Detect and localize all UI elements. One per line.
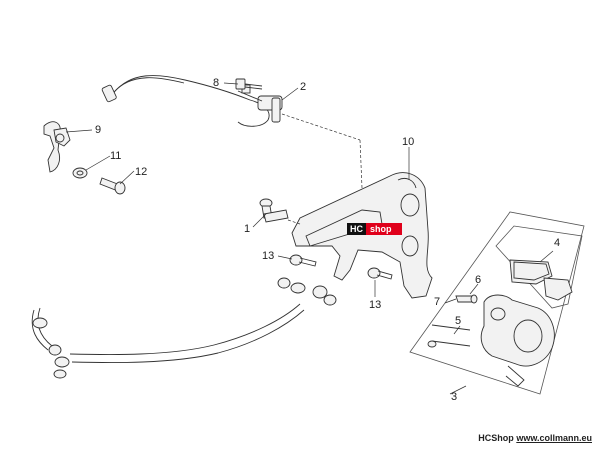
part-6-bleed-screw: [455, 294, 478, 304]
part-1-pin: [259, 198, 289, 223]
callout-labels: 1 2 3 4 5 6 7 8 9 10 11 12 13 13: [95, 77, 560, 403]
callout-13a: 13: [262, 250, 274, 262]
callout-6: 6: [475, 274, 481, 286]
footer-url[interactable]: www.collmann.eu: [516, 433, 592, 443]
part-9-clip: [43, 121, 71, 173]
callout-4: 4: [554, 237, 560, 249]
part-4-pad-box: [495, 225, 583, 309]
footer-credit: HCShop www.collmann.eu: [478, 433, 592, 443]
part-12-bolt: [99, 177, 126, 195]
part-11-washer: [72, 167, 88, 179]
callout-11: 11: [110, 150, 121, 162]
caliper-assembly-box: [409, 211, 585, 395]
callout-8: 8: [213, 77, 219, 89]
part-10-bracket: [291, 172, 433, 299]
callout-7: 7: [434, 296, 440, 308]
part-2-sensor: [101, 75, 283, 127]
callout-2: 2: [300, 81, 306, 93]
callout-5: 5: [455, 315, 461, 327]
part-8-screw: [235, 78, 263, 90]
callout-9: 9: [95, 124, 101, 136]
footer-brand: HCShop: [478, 433, 514, 443]
part-13-bolt-right: [367, 267, 393, 280]
part-5-pin: [427, 324, 471, 348]
callout-13b: 13: [369, 299, 381, 311]
callout-1: 1: [244, 223, 250, 235]
logo-shop: shop: [366, 223, 402, 235]
callout-10: 10: [402, 136, 414, 148]
callout-12: 12: [135, 166, 147, 178]
logo-hc: HC: [347, 223, 366, 235]
callout-3: 3: [451, 391, 457, 403]
brake-hose: [31, 277, 337, 379]
part-13-bolt-left: [289, 254, 317, 267]
hc-shop-logo: HC shop: [347, 223, 402, 235]
leader-lines: [65, 82, 554, 395]
part-3-caliper: [480, 294, 555, 387]
